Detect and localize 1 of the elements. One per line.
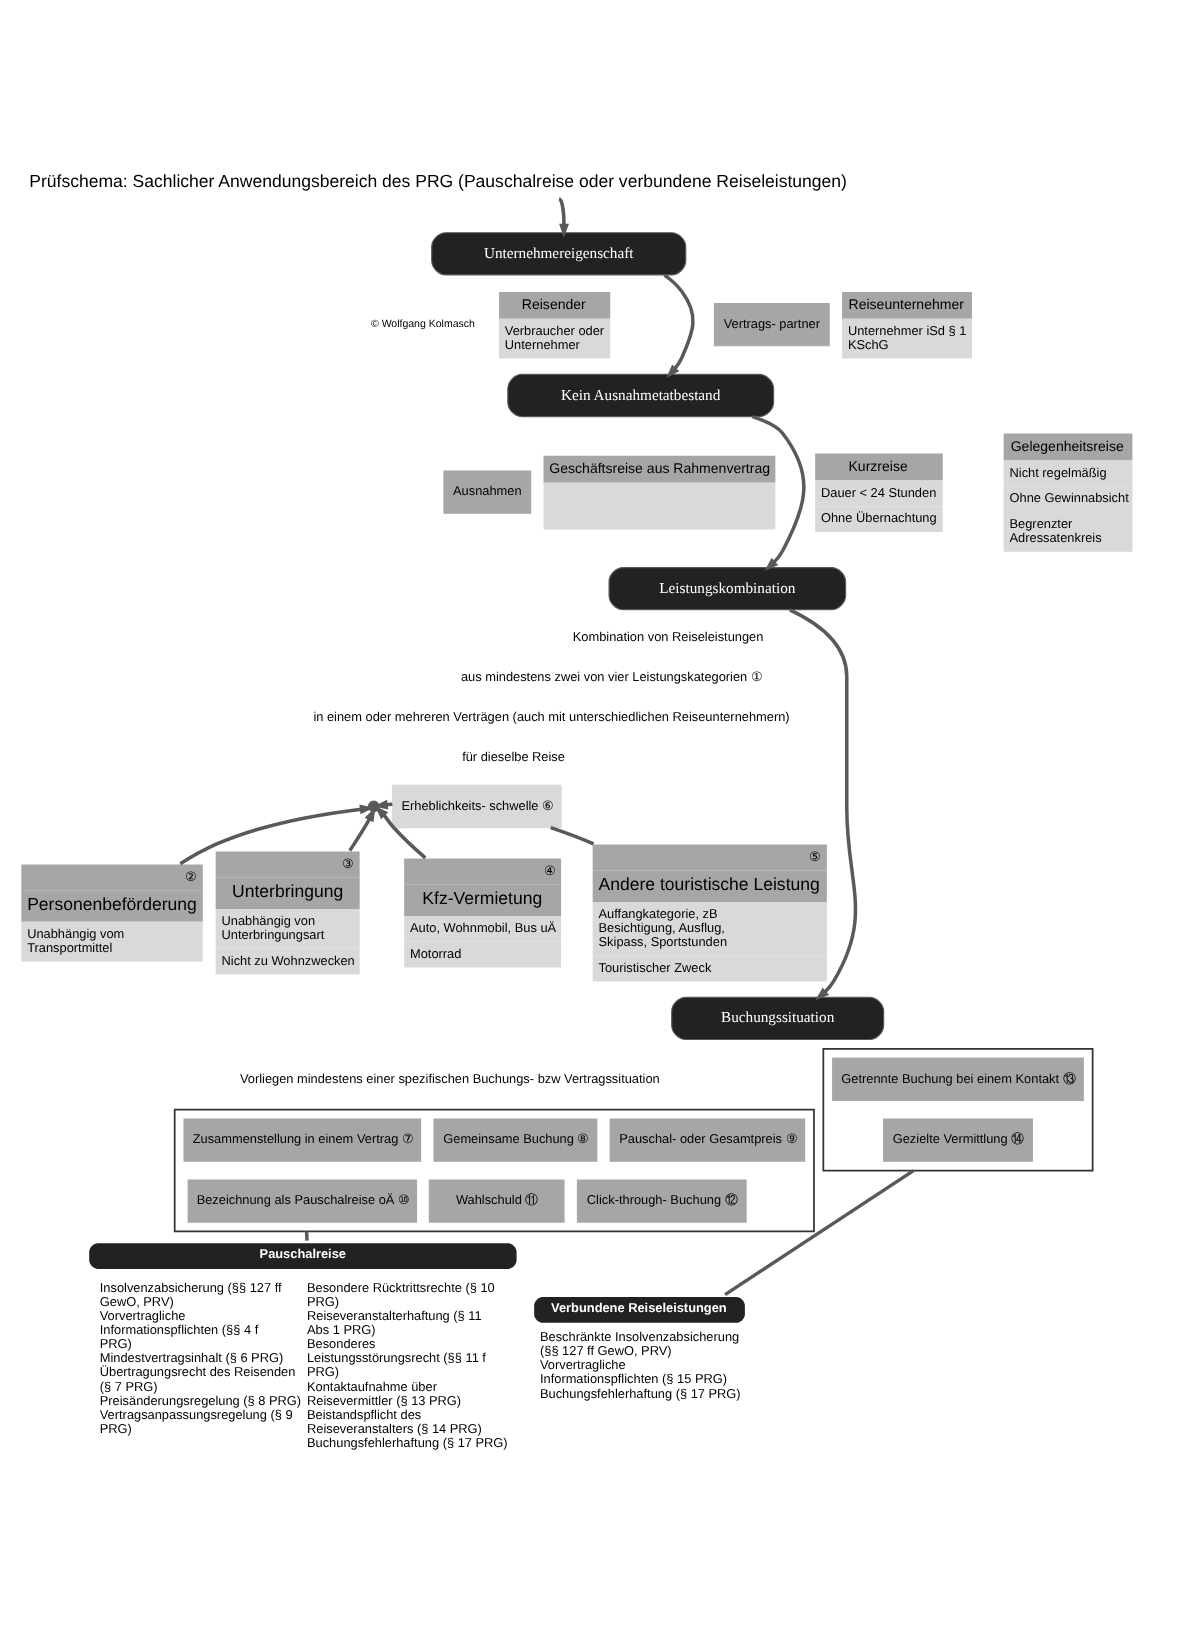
- diagram-title: Prüfschema: Sachlicher Anwendungsbereich des PRG (Pauschalreise oder verbundene Reiseleistungen): [29, 171, 847, 192]
